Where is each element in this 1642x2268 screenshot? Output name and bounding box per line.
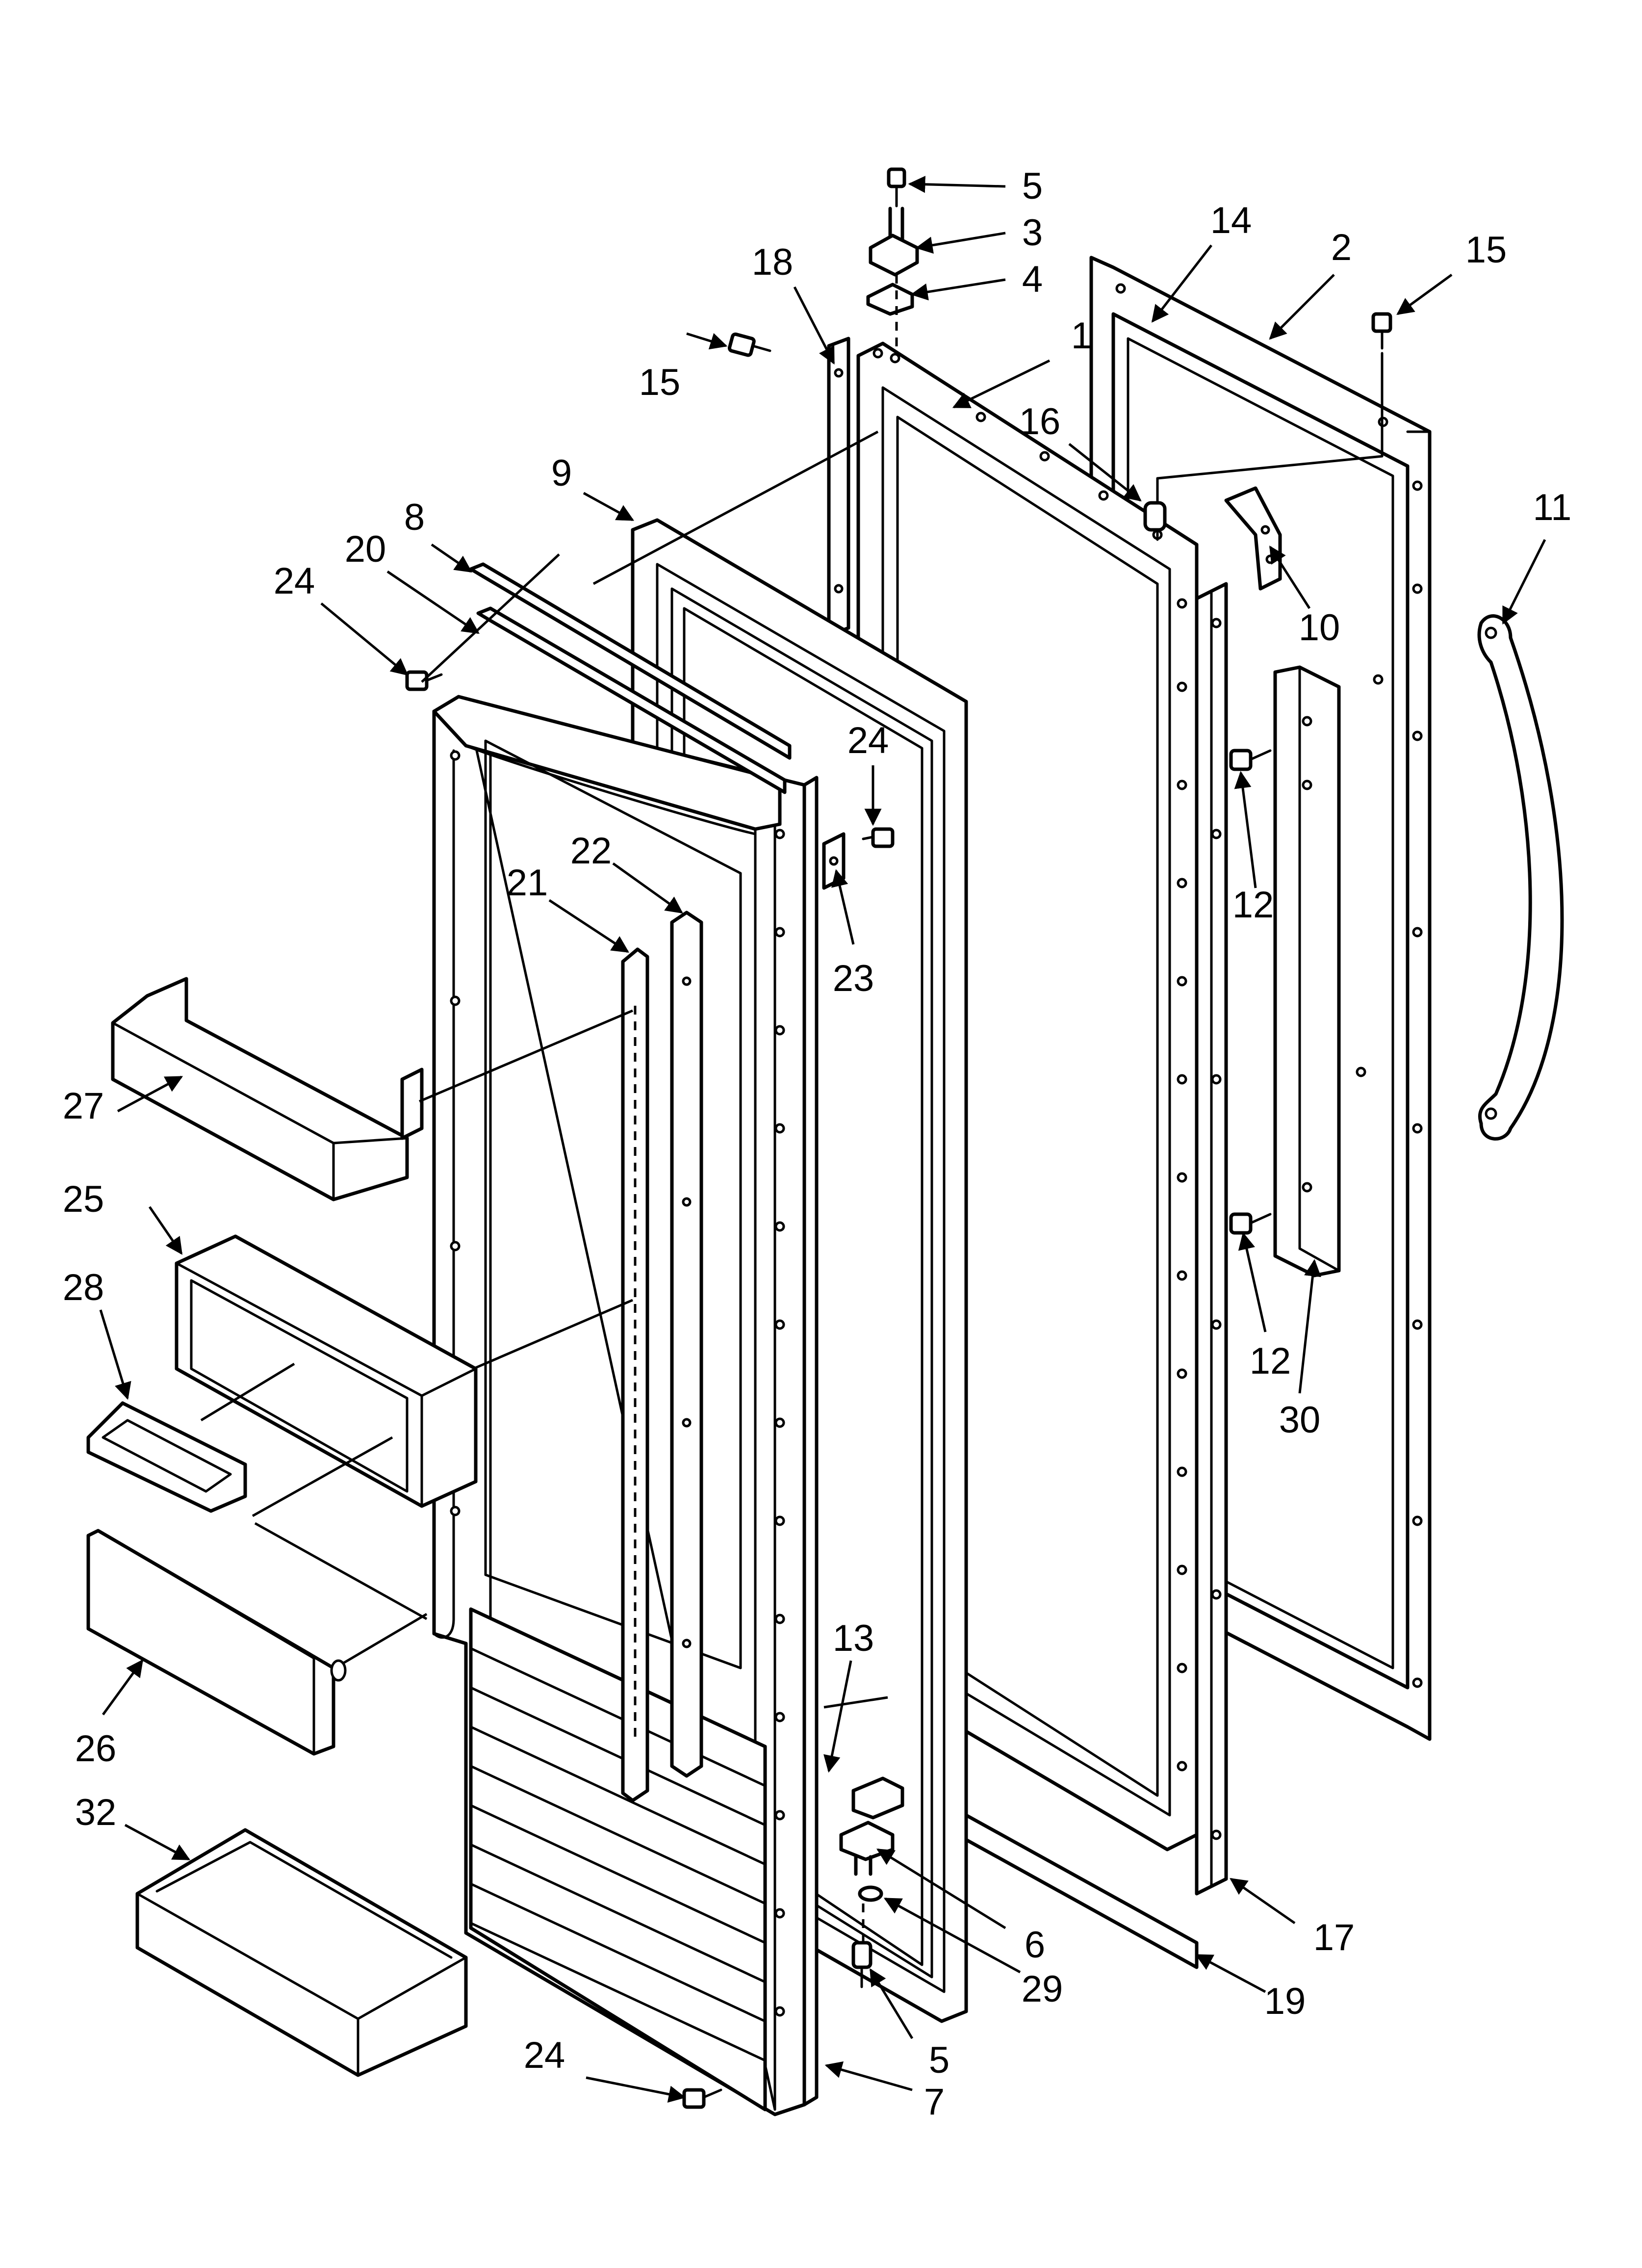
callout-label: 14 <box>1210 200 1252 241</box>
callout-label: 7 <box>924 2081 945 2123</box>
callout-label: 6 <box>1025 1924 1045 1966</box>
callout-label: 32 <box>75 1792 117 1833</box>
callout-label: 18 <box>752 241 794 283</box>
callout-label: 25 <box>63 1178 104 1220</box>
callout-label: 20 <box>345 528 386 570</box>
bin-cover-26 <box>86 1529 347 1756</box>
callout-label: 9 <box>551 452 572 494</box>
shelf-rails <box>621 911 703 1802</box>
top-trims <box>469 562 792 794</box>
callout-label: 15 <box>639 362 681 403</box>
door-bin-25 <box>175 1234 478 1508</box>
door-bin-32 <box>135 1828 468 2077</box>
callout-label: 5 <box>929 2039 949 2081</box>
callout-label: 3 <box>1022 212 1043 254</box>
side-strip <box>1195 582 1228 1896</box>
callout-label: 11 <box>1533 487 1572 528</box>
callout-label: 2 <box>1331 227 1352 268</box>
alignment-lines <box>200 430 888 1709</box>
callout-label: 24 <box>524 2034 565 2076</box>
callout-label: 24 <box>847 720 889 761</box>
vertical-strip <box>827 337 850 637</box>
door-bin-27 <box>111 977 424 1201</box>
callout-label: 23 <box>833 958 874 999</box>
callout-label: 12 <box>1250 1340 1291 1382</box>
callout-label: 13 <box>833 1617 874 1659</box>
callout-label: 29 <box>1022 1968 1063 2010</box>
callout-leaders <box>99 176 1546 2103</box>
callout-label: 22 <box>570 830 612 872</box>
thin-gasket-strip <box>802 776 819 2107</box>
door-handle <box>1477 614 1564 1141</box>
callout-label: 21 <box>507 862 548 904</box>
callout-label: 26 <box>75 1728 117 1770</box>
callout-label: 17 <box>1313 1917 1355 1958</box>
callout-label: 19 <box>1264 1981 1306 2022</box>
callout-label: 30 <box>1279 1399 1321 1441</box>
callout-label: 5 <box>1022 165 1043 207</box>
callout-label: 1 <box>1071 315 1092 357</box>
callout-label: 28 <box>63 1267 104 1308</box>
callout-label: 8 <box>404 496 425 538</box>
callout-label: 10 <box>1299 607 1340 649</box>
callout-label: 12 <box>1232 884 1274 926</box>
callout-labels: 5 3 4 18 14 2 15 1 15 16 9 8 11 20 24 10 24 22 21 12 23 27 25 2… <box>63 165 1572 2123</box>
callout-label: 24 <box>274 560 315 602</box>
callout-label: 27 <box>63 1085 104 1127</box>
callout-label: 15 <box>1465 229 1507 271</box>
callout-label: 4 <box>1022 259 1043 300</box>
door-inner-liner <box>432 695 806 2116</box>
callout-label: 16 <box>1019 401 1061 443</box>
side-channel <box>1273 665 1341 1277</box>
tray-28 <box>86 1401 247 1513</box>
